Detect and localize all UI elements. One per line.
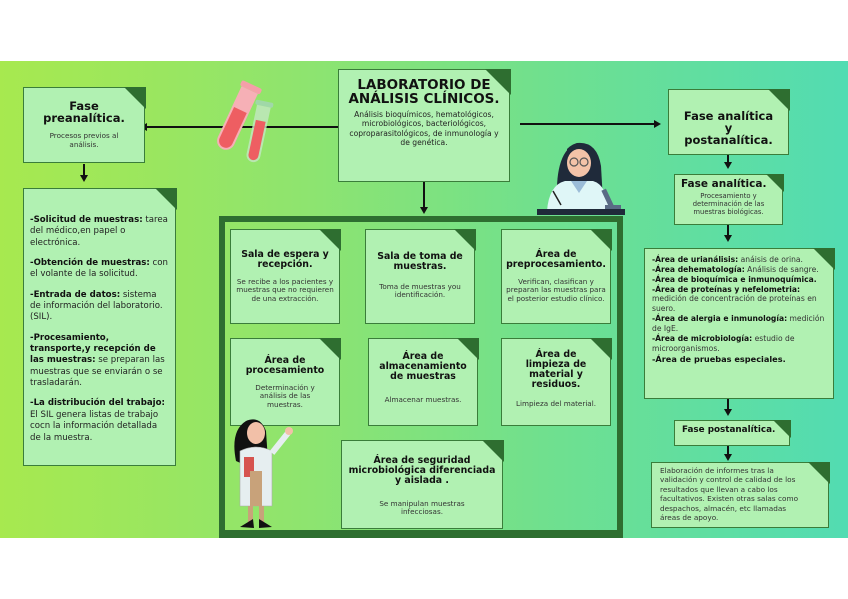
analytic-item: -Área de urianálisis: anáisis de orina. — [652, 255, 803, 264]
arrow-right-icon — [654, 120, 661, 128]
center-description: Análisis bioquímicos, hematológicos, mic… — [349, 110, 499, 147]
area-card-cleaning: Área de limpieza de material y residuos.… — [501, 337, 612, 426]
postanalytic-card: Fase postanalítica. — [674, 419, 791, 446]
arrow-down-icon — [724, 409, 732, 416]
connector-analytic-to-list — [727, 224, 729, 236]
area-description: Se manipulan muestras infecciosas. — [379, 498, 465, 517]
connector-post-to-desc — [727, 446, 729, 455]
analytic-card: Fase analítica. Procesamiento y determin… — [674, 173, 784, 225]
postanalytic-description-card: Elaboración de informes tras la validaci… — [651, 461, 830, 528]
arrow-down-icon — [724, 454, 732, 461]
area-card-storage: Área de almacenamiento de muestras Almac… — [368, 337, 479, 426]
preanalytic-list-card: -Solicitud de muestras: tarea del médico… — [23, 187, 177, 466]
analytic-description: Procesamiento y determinación de las mue… — [692, 192, 765, 217]
area-description: Se recibe a los pacientes y muestras que… — [236, 276, 334, 304]
postanalytic-title: Fase postanalítica. — [682, 425, 776, 435]
area-description: Toma de muestras you identificación. — [379, 281, 461, 300]
center-title: LABORATORIO DE ANÁLISIS CLÍNICOS. — [348, 77, 500, 108]
area-card-processing: Área de procesamiento Determinación y an… — [230, 337, 341, 426]
area-card-waiting: Sala de espera y recepción. Se recibe a … — [230, 228, 341, 324]
analytic-item: -Área dehematología: Análisis de sangre. — [652, 264, 819, 274]
postanalytic-description: Elaboración de informes tras la validaci… — [660, 466, 799, 523]
analytic-postanalytic-title: Fase analítica y postanalítica. — [683, 109, 774, 148]
area-description: Verifican, clasifican y preparan las mue… — [506, 276, 606, 304]
preanalytic-item: -Solicitud de muestras: tarea del médico… — [30, 215, 168, 248]
area-description: Determinación y análisis de las muestras… — [255, 382, 315, 410]
preanalytic-title: Fase preanalítica. — [43, 99, 125, 126]
connector-center-to-areas — [423, 181, 425, 209]
arrow-down-icon — [80, 175, 88, 182]
scientist-microscope-icon — [537, 142, 625, 215]
analytic-item: -Área de bioquímica e inmunoquímica. — [652, 274, 817, 284]
arrow-down-icon — [724, 235, 732, 242]
area-card-biosafety: Área de seguridad microbiológica diferen… — [341, 439, 504, 529]
preanalytic-item: -Entrada de datos: sistema de informació… — [30, 289, 163, 323]
center-title-card: LABORATORIO DE ANÁLISIS CLÍNICOS. Anális… — [338, 68, 511, 182]
analytic-item: -Área de pruebas especiales. — [652, 353, 786, 364]
connector-pre-to-list — [83, 164, 85, 176]
area-card-sample-collection: Sala de toma de muestras. Toma de muestr… — [365, 228, 476, 324]
areas-frame — [219, 216, 623, 538]
analytic-item: -Área de proteínas y nefelometria: medic… — [652, 284, 817, 314]
concept-map-canvas: LABORATORIO DE ANÁLISIS CLÍNICOS. Anális… — [0, 61, 848, 538]
arrow-down-icon — [420, 207, 428, 214]
preanalytic-item: -La distribución del trabajo: El SIL gen… — [30, 398, 165, 443]
analytic-item: -Área de microbiología: estudio de micro… — [652, 333, 795, 353]
area-title: Sala de espera y recepción. — [241, 249, 329, 270]
area-title: Área de preprocesamiento. — [506, 249, 606, 270]
analytic-list-card: -Área de urianálisis: anáisis de orina. … — [644, 247, 835, 399]
area-description: Limpieza del material. — [516, 398, 596, 408]
connector-center-to-analytic — [520, 123, 655, 125]
area-description: Almacenar muestras. — [384, 394, 462, 404]
analytic-item: -Área de alergia e inmunología: medición… — [652, 314, 825, 334]
area-card-preprocessing: Área de preprocesamiento. Verifican, cla… — [501, 228, 612, 324]
preanalytic-card: Fase preanalítica. Procesos previos al a… — [23, 86, 146, 163]
analytic-title: Fase analítica. — [681, 178, 767, 190]
arrow-down-icon — [724, 162, 732, 169]
scientist-pointing-icon — [234, 419, 293, 528]
connector-ap-to-analytic — [727, 154, 729, 163]
area-title: Área de procesamiento — [245, 355, 325, 376]
area-title: Área de seguridad microbiológica diferen… — [348, 455, 496, 486]
preanalytic-description: Procesos previos al análisis. — [49, 131, 119, 149]
area-title: Sala de toma de muestras. — [377, 251, 463, 272]
test-tubes-icon — [217, 80, 274, 163]
area-title: Área de limpieza de material y residuos. — [525, 349, 587, 390]
preanalytic-item: -Procesamiento, transporte,y recepción d… — [30, 332, 165, 389]
connector-list-to-post — [727, 398, 729, 411]
area-title: Área de almacenamiento de muestras — [379, 351, 467, 382]
analytic-postanalytic-card: Fase analítica y postanalítica. — [668, 88, 790, 155]
preanalytic-item: -Obtención de muestras: con el volante d… — [30, 258, 168, 280]
